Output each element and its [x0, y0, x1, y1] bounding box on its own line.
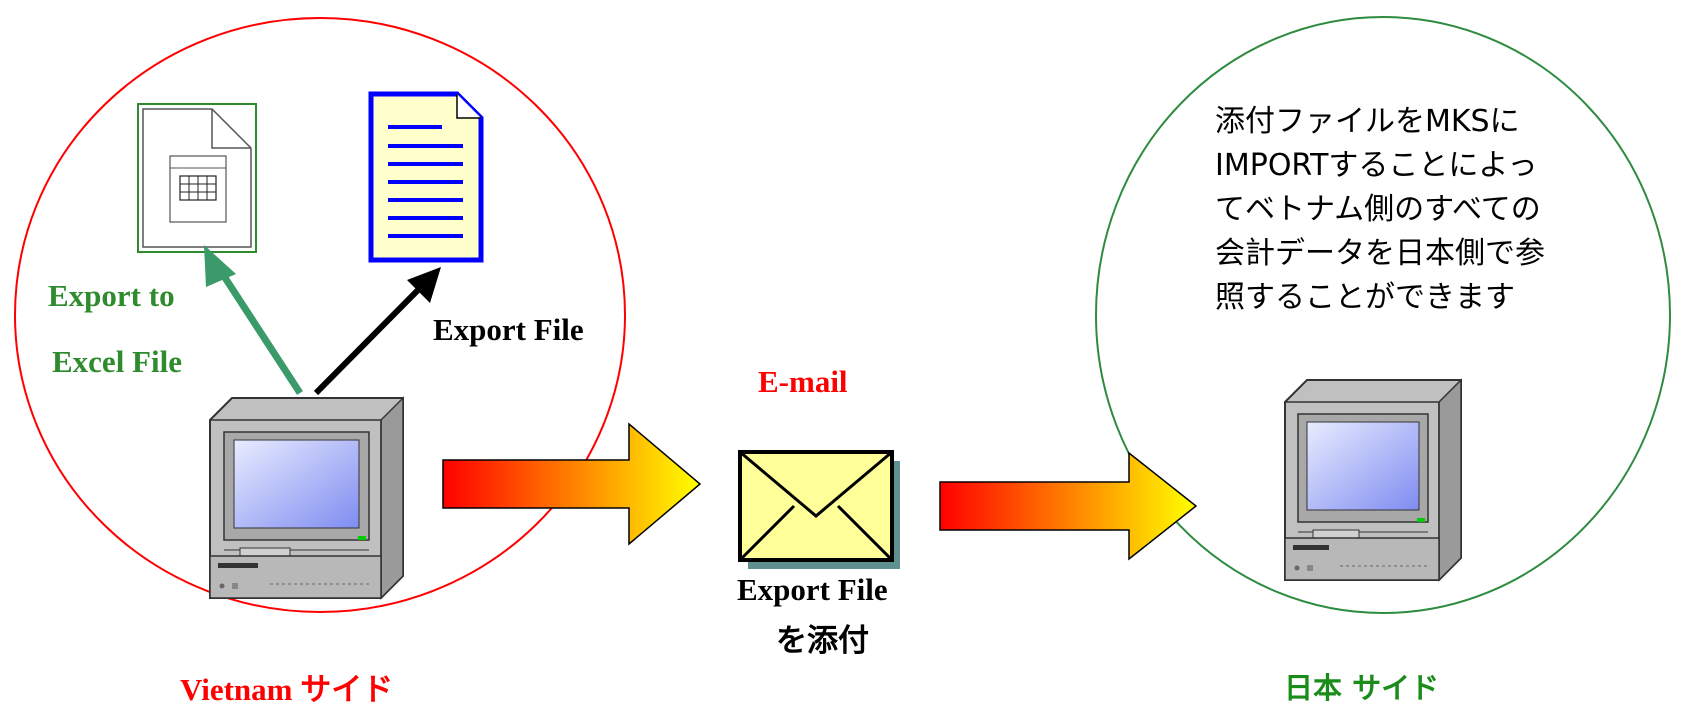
file-export-arrow: [313, 267, 441, 396]
vietnam-side-label: Vietnam サイド: [180, 672, 394, 707]
export-to-excel-label-line2: Excel File: [52, 344, 182, 379]
description-text: 添付ファイルをMKSにIMPORTすることによってベトナム側のすべての会計データ…: [1215, 104, 1545, 315]
export-to-excel-label-line1: Export to: [48, 278, 175, 313]
export-file-label: Export File: [433, 312, 584, 347]
japan-boundary-circle: [1095, 16, 1671, 614]
text-document-icon: [368, 91, 484, 263]
flow-arrow-to-japan: [939, 451, 1198, 561]
attach-label-line2: を添付: [776, 623, 869, 659]
envelope-icon: [738, 450, 900, 569]
attach-label-line1: Export File: [737, 572, 888, 607]
email-label: E-mail: [758, 364, 848, 399]
excel-export-arrow: [204, 245, 303, 395]
computer-icon: [209, 396, 404, 600]
vietnam-boundary-circle: [14, 17, 626, 613]
excel-file-icon: [137, 103, 257, 253]
computer-icon: [1284, 378, 1462, 582]
japan-side-label: 日本 サイド: [1284, 671, 1440, 705]
flow-arrow-to-email: [442, 422, 702, 546]
